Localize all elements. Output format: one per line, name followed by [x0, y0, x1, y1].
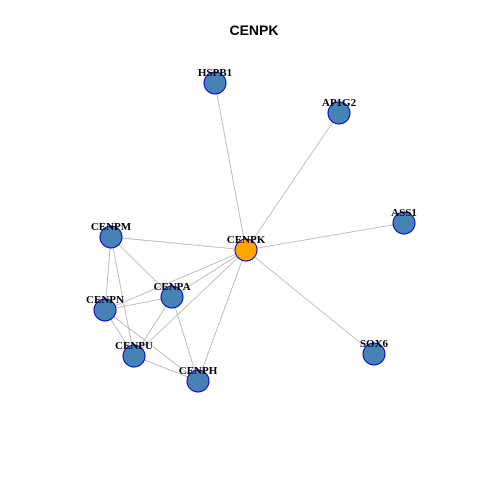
node-label-cenph: CENPH [179, 365, 218, 377]
node-cenpn[interactable] [93, 298, 117, 322]
node-label-cenpa: CENPA [153, 281, 190, 293]
node-label-ap1g2: AP1G2 [322, 97, 357, 109]
node-layer [93, 71, 416, 393]
node-cenpa[interactable] [160, 285, 184, 309]
edge-cenpk-cenph [197, 249, 247, 382]
edge-cenpk-cenpn [104, 249, 247, 311]
node-ass1[interactable] [392, 211, 416, 235]
node-label-sox6: SOX6 [360, 338, 389, 350]
edge-cenpm-cenpa [110, 236, 173, 298]
edge-cenpm-cenpu [110, 236, 135, 357]
edge-cenpk-cenpu [133, 249, 247, 357]
edge-cenpk-cenpa [171, 249, 247, 298]
edge-cenpm-cenpn [104, 236, 112, 311]
node-label-cenpm: CENPM [91, 221, 132, 233]
node-label-cenpn: CENPN [86, 294, 124, 306]
edge-cenpk-ass1 [245, 222, 405, 251]
edge-cenpn-cenph [104, 309, 199, 382]
node-label-hspb1: HSPB1 [198, 67, 232, 79]
node-label-cenpk: CENPK [227, 234, 266, 246]
graph-title: CENPK [229, 22, 278, 38]
node-label-ass1: ASS1 [391, 207, 417, 219]
edge-cenpk-sox6 [245, 249, 375, 355]
node-cenpu[interactable] [122, 344, 146, 368]
node-sox6[interactable] [362, 342, 386, 366]
node-label-cenpu: CENPU [115, 340, 153, 352]
edge-cenpk-cenpm [110, 236, 247, 251]
node-cenpk[interactable] [234, 238, 258, 262]
node-cenph[interactable] [186, 369, 210, 393]
edge-cenpk-hspb1 [214, 82, 247, 251]
node-hspb1[interactable] [203, 71, 227, 95]
edge-layer [104, 82, 405, 382]
node-cenpm[interactable] [99, 225, 123, 249]
edge-cenpa-cenpu [133, 296, 173, 357]
edge-cenpa-cenph [171, 296, 199, 382]
node-ap1g2[interactable] [327, 101, 351, 125]
edge-cenpk-ap1g2 [245, 112, 340, 251]
